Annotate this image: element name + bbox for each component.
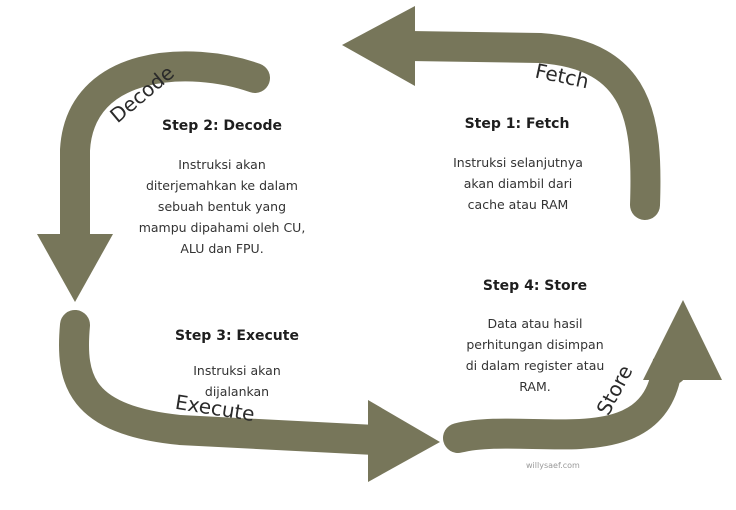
text-line: mampu dipahami oleh CU, xyxy=(138,220,306,235)
text-line: Instruksi akan xyxy=(193,363,281,378)
decode-arrow-body xyxy=(60,51,270,255)
text-line: ALU dan FPU. xyxy=(180,241,264,256)
text-line: Instruksi selanjutnya xyxy=(453,155,583,170)
fetch-arrow-body xyxy=(395,31,661,220)
step-fetch-body: Instruksi selanjutnya akan diambil dari … xyxy=(453,152,583,215)
store-arrowhead xyxy=(643,300,722,380)
text-line: RAM. xyxy=(519,379,551,394)
execute-arrowhead xyxy=(368,400,440,482)
text-line: perhitungan disimpan xyxy=(466,337,604,352)
text-line: dijalankan xyxy=(204,384,270,399)
text-line: akan diambil dari xyxy=(463,176,573,191)
watermark: willysaef.com xyxy=(526,461,580,470)
text-line: diterjemahkan ke dalam xyxy=(145,178,298,193)
step-decode-body: Instruksi akan diterjemahkan ke dalam se… xyxy=(139,154,306,259)
text-line: Data atau hasil xyxy=(487,316,583,331)
step-store-title: Step 4: Store xyxy=(482,278,588,294)
text-line: di dalam register atau xyxy=(465,358,605,373)
fetch-arrowhead xyxy=(342,6,415,86)
step-fetch-title: Step 1: Fetch xyxy=(464,116,570,132)
execute-arrow-body xyxy=(58,310,390,455)
text-line: sebuah bentuk yang xyxy=(157,199,287,214)
step-decode-title: Step 2: Decode xyxy=(162,118,282,134)
store-arrow-body xyxy=(443,354,687,453)
step-store-body: Data atau hasil perhitungan disimpan di … xyxy=(466,313,605,397)
text-line: cache atau RAM xyxy=(467,197,569,212)
decode-arrowhead xyxy=(37,234,113,302)
step-execute-title: Step 3: Execute xyxy=(175,328,299,344)
step-execute-body: Instruksi akan dijalankan xyxy=(193,360,281,402)
text-line: Instruksi akan xyxy=(178,157,266,172)
